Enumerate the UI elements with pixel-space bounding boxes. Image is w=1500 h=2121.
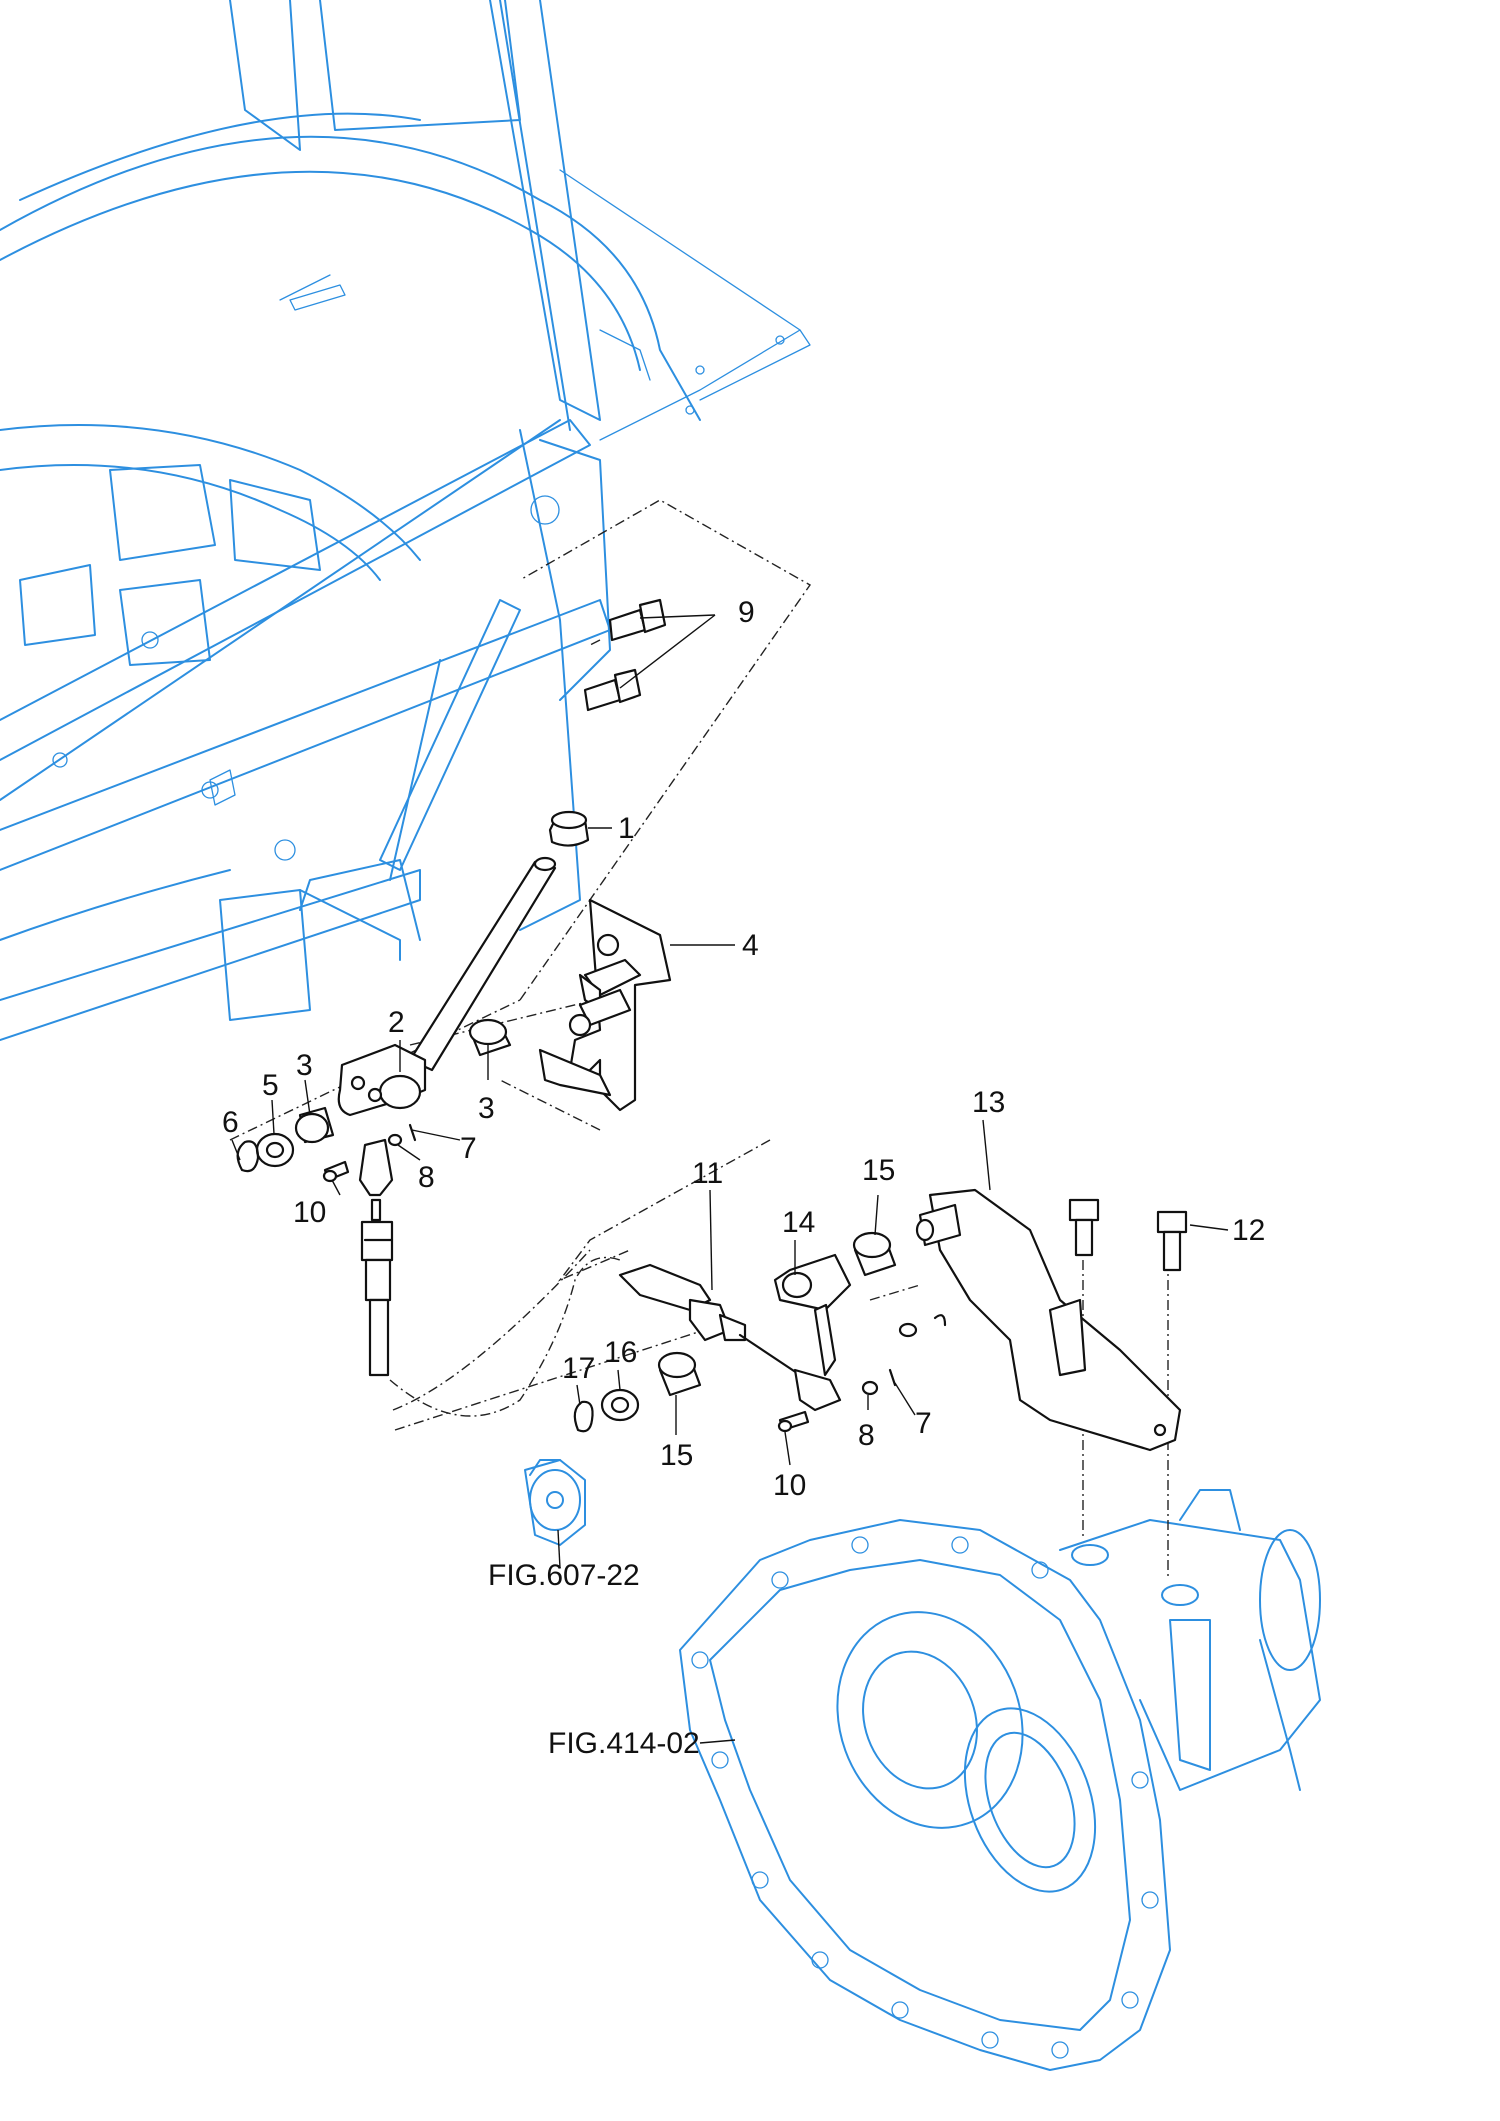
callout-3-lower: 3 [296,1049,313,1082]
part-11-cable-lower [618,1263,842,1412]
part-7-split-pin-upper [408,1123,417,1142]
part-10-clevis-pin-lower [777,1410,810,1433]
ref-fig-414-02: FIG.414-02 [548,1727,700,1760]
callout-labels: 1 2 3 3 4 5 6 7 7 8 8 9 10 10 11 12 13 1… [222,596,1265,1502]
callout-3-upper: 3 [478,1092,495,1125]
callout-12: 12 [1232,1214,1265,1247]
callout-5: 5 [262,1069,279,1102]
part-6-clip [236,1140,260,1173]
part-17-clip [573,1400,594,1433]
ref-cam-607-22 [524,1459,586,1546]
vehicle-frame-reference [0,0,811,1041]
callout-8-lower: 8 [858,1419,875,1452]
callout-4: 4 [742,929,759,962]
callout-15-upper: 15 [862,1154,895,1187]
part-8-washer-lower [861,1380,879,1396]
callout-16: 16 [604,1336,637,1369]
callout-11: 11 [692,1157,723,1190]
cable-clevis-upper [358,1138,394,1377]
part-3-bushing-upper [468,1018,512,1057]
part-2-shift-lever [337,856,557,1117]
part-10-clevis-pin-upper [322,1160,350,1183]
callout-2: 2 [388,1006,405,1039]
part-12-bolts [1068,1198,1188,1272]
part-15-bushing-lower [657,1351,702,1397]
callout-9: 9 [738,596,755,629]
part-7-split-pin-lower [888,1368,897,1387]
part-5-washer [255,1132,295,1168]
part-9-bolts [583,598,667,712]
callout-8-upper: 8 [418,1161,435,1194]
callout-13: 13 [972,1086,1005,1119]
callout-14: 14 [782,1206,815,1239]
reference-labels: FIG.607-22 FIG.414-02 [488,1559,700,1760]
callout-10-upper: 10 [293,1196,326,1229]
transmission-housing-reference [679,1489,1321,2071]
callout-10-lower: 10 [773,1469,806,1502]
callout-17: 17 [562,1352,595,1385]
callout-7-lower: 7 [915,1407,932,1440]
part-8-washer-upper [387,1133,403,1147]
callout-7-upper: 7 [460,1132,477,1165]
part-16-washer [600,1388,640,1422]
callout-6: 6 [222,1106,239,1139]
part-15-bushing-upper [852,1231,897,1277]
part-14-lever-arm [773,1253,852,1377]
leader-lines [231,614,1229,1744]
part-1-knob-cap [548,810,590,847]
part-4-pivot-bracket [538,898,672,1112]
callout-15-lower: 15 [660,1439,693,1472]
part-3-bushing-lower [294,1106,335,1144]
ref-fig-607-22: FIG.607-22 [488,1559,640,1592]
small-clips-upper-right [898,1314,947,1338]
callout-1: 1 [618,812,635,845]
assembly-lines [229,499,1169,1580]
part-13-mounting-bracket [915,1188,1182,1452]
